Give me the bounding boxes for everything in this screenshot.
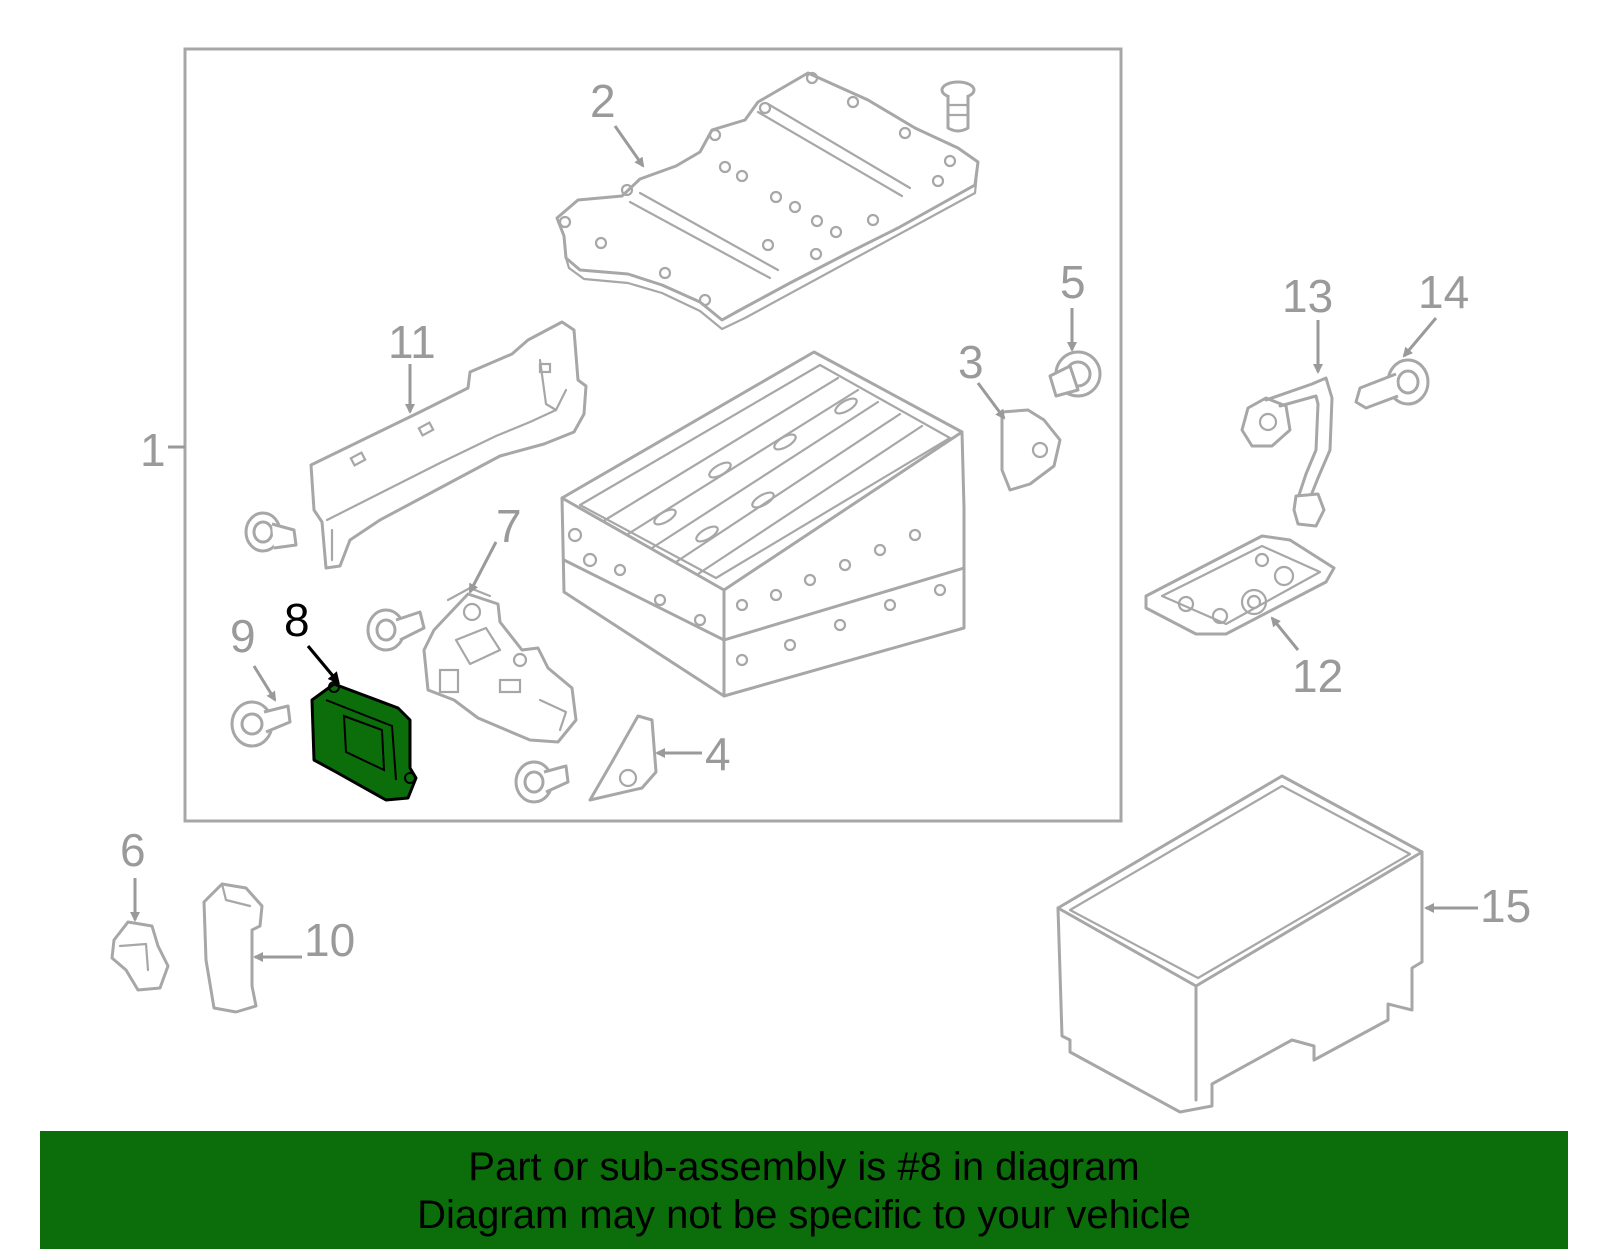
bolt-near-4 bbox=[514, 760, 570, 804]
leader-7 bbox=[468, 541, 498, 594]
battery-module bbox=[560, 350, 966, 698]
callout-5: 5 bbox=[1060, 256, 1086, 308]
callout-4: 4 bbox=[705, 728, 731, 780]
callout-10: 10 bbox=[304, 914, 355, 966]
callout-11: 11 bbox=[388, 316, 436, 368]
part-2-cover-plate bbox=[555, 71, 980, 331]
part-9-bolt bbox=[230, 700, 292, 748]
assembly-frame bbox=[183, 47, 1123, 823]
part-10-cover bbox=[202, 882, 264, 1014]
bolt-near-7 bbox=[366, 608, 426, 652]
part-7-junction-box bbox=[422, 586, 578, 744]
part-14-bolt bbox=[1354, 358, 1430, 410]
leader-8 bbox=[306, 644, 340, 685]
info-banner: Part or sub-assembly is #8 in diagram Di… bbox=[40, 1131, 1568, 1249]
part-12-plate bbox=[1144, 534, 1336, 636]
leader-9 bbox=[252, 665, 277, 702]
part-15-pad bbox=[1056, 774, 1424, 1114]
callout-8: 8 bbox=[284, 594, 310, 646]
callout-6: 6 bbox=[120, 824, 146, 876]
part-8-control-module bbox=[310, 681, 418, 802]
banner-line-1: Part or sub-assembly is #8 in diagram bbox=[468, 1145, 1140, 1189]
callout-7: 7 bbox=[496, 500, 522, 552]
callout-3: 3 bbox=[958, 336, 984, 388]
part-11-bracket bbox=[244, 320, 588, 570]
leader-12 bbox=[1270, 616, 1300, 651]
leader-3 bbox=[976, 382, 1006, 420]
part-13-cable bbox=[1240, 376, 1334, 528]
callout-13: 13 bbox=[1282, 270, 1333, 322]
leader-14 bbox=[1402, 317, 1438, 358]
callout-2: 2 bbox=[590, 75, 616, 127]
callout-15: 15 bbox=[1480, 880, 1531, 932]
part-5-grommet bbox=[1048, 350, 1102, 398]
callout-14: 14 bbox=[1418, 266, 1469, 318]
part-3-bracket bbox=[1000, 408, 1062, 492]
part-4-bracket bbox=[588, 714, 658, 802]
callout-12: 12 bbox=[1292, 650, 1343, 702]
banner-line-2: Diagram may not be specific to your vehi… bbox=[417, 1193, 1191, 1237]
callout-1: 1 bbox=[140, 424, 166, 476]
leader-2 bbox=[613, 125, 645, 168]
callout-9: 9 bbox=[230, 610, 256, 662]
part-6-clip bbox=[110, 920, 170, 992]
